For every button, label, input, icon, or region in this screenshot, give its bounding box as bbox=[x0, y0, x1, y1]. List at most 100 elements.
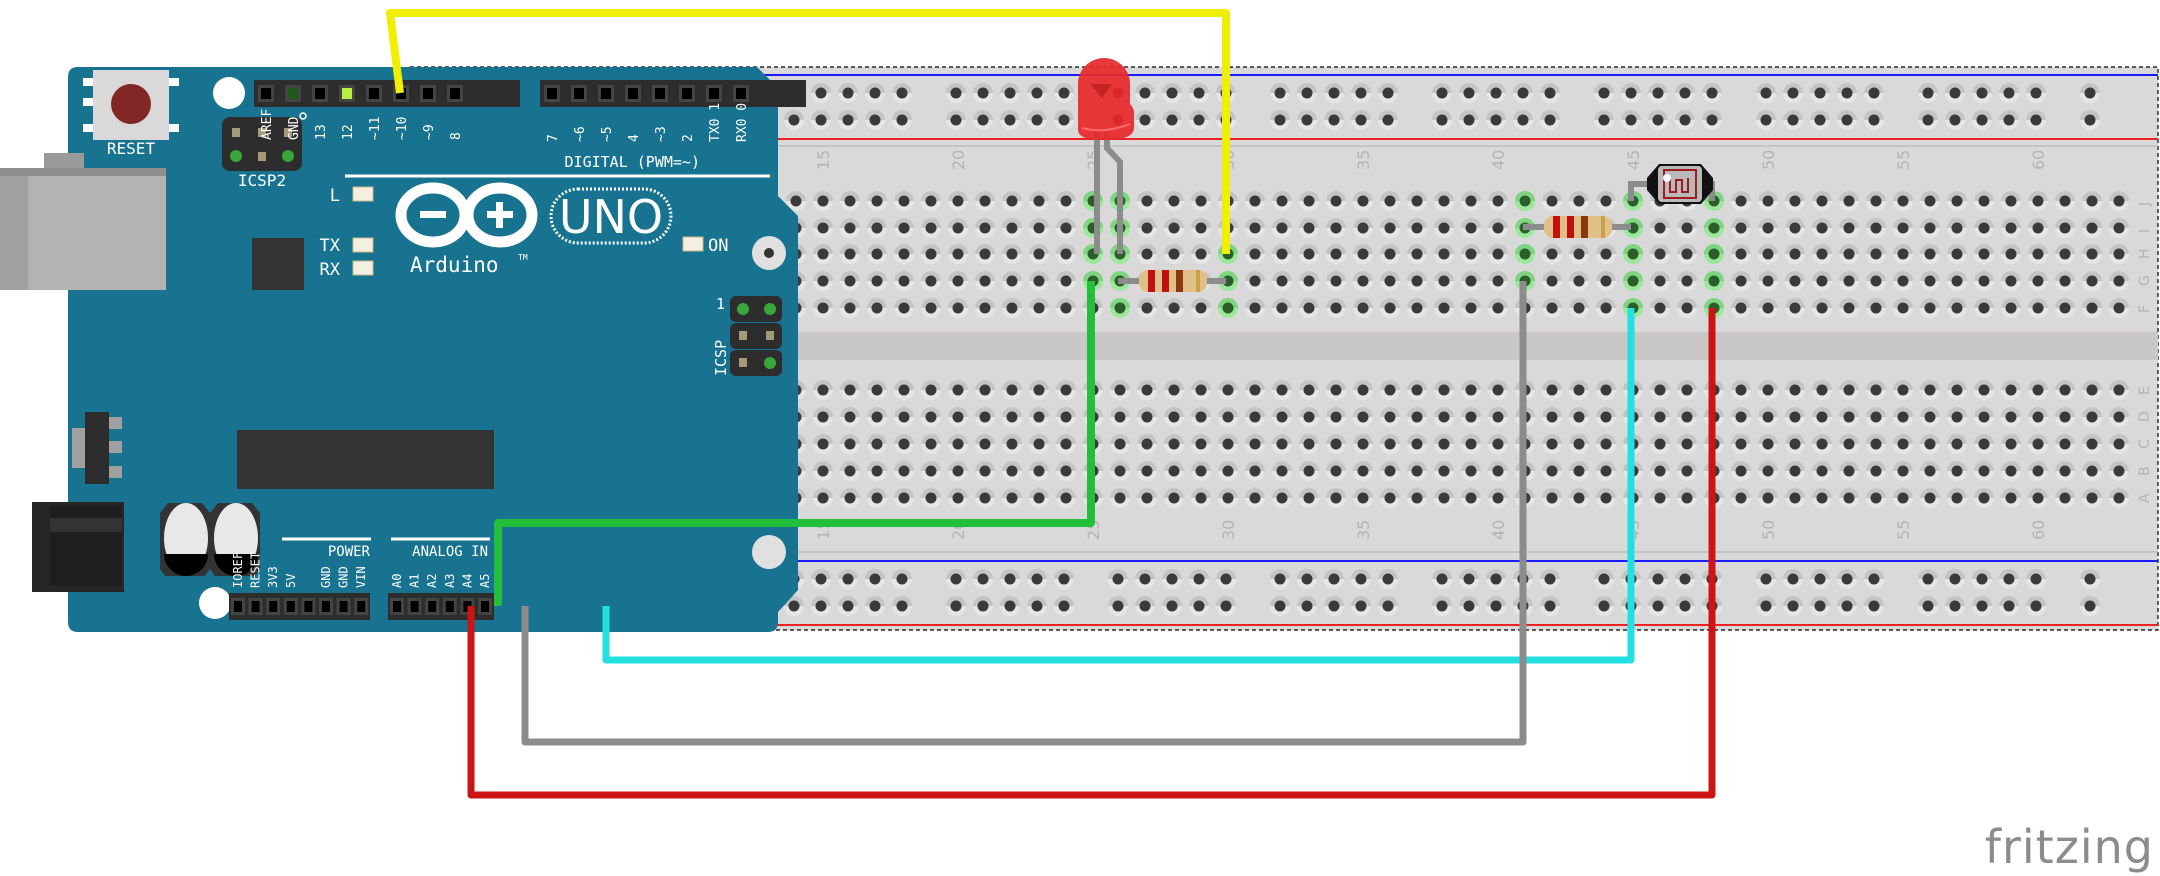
breadboard-hole[interactable] bbox=[2109, 244, 2129, 264]
breadboard-hole[interactable] bbox=[1137, 298, 1157, 318]
analog-pin-socket[interactable] bbox=[425, 598, 440, 615]
breadboard-hole[interactable] bbox=[2109, 380, 2129, 400]
breadboard-hole[interactable] bbox=[975, 461, 995, 481]
breadboard-hole[interactable] bbox=[1947, 488, 1967, 508]
breadboard-hole[interactable] bbox=[1407, 271, 1427, 291]
breadboard-hole[interactable] bbox=[2082, 407, 2102, 427]
breadboard-hole[interactable] bbox=[1731, 244, 1751, 264]
breadboard-hole[interactable] bbox=[1974, 434, 1994, 454]
breadboard-hole[interactable] bbox=[921, 488, 941, 508]
breadboard-hole[interactable] bbox=[1810, 569, 1830, 589]
breadboard-hole[interactable] bbox=[2055, 191, 2075, 211]
breadboard-hole[interactable] bbox=[1326, 244, 1346, 264]
breadboard-hole[interactable] bbox=[894, 488, 914, 508]
breadboard-hole[interactable] bbox=[894, 407, 914, 427]
breadboard-hole[interactable] bbox=[1569, 298, 1589, 318]
breadboard-hole[interactable] bbox=[1380, 244, 1400, 264]
digital-pin-socket[interactable] bbox=[339, 85, 355, 102]
breadboard-hole[interactable] bbox=[1920, 191, 1940, 211]
breadboard-hole[interactable] bbox=[1513, 83, 1533, 103]
breadboard-hole[interactable] bbox=[2055, 271, 2075, 291]
breadboard-hole[interactable] bbox=[1920, 461, 1940, 481]
breadboard-hole[interactable] bbox=[1407, 298, 1427, 318]
breadboard-hole[interactable] bbox=[1542, 488, 1562, 508]
breadboard-hole[interactable] bbox=[1461, 407, 1481, 427]
breadboard-hole[interactable] bbox=[1812, 218, 1832, 238]
breadboard-hole[interactable] bbox=[1297, 110, 1317, 130]
breadboard-hole[interactable] bbox=[921, 380, 941, 400]
breadboard-hole[interactable] bbox=[1945, 569, 1965, 589]
breadboard-hole[interactable] bbox=[1785, 461, 1805, 481]
breadboard-hole[interactable] bbox=[1974, 407, 1994, 427]
wire-green[interactable] bbox=[494, 281, 1095, 606]
breadboard-hole[interactable] bbox=[1299, 434, 1319, 454]
breadboard-hole[interactable] bbox=[1893, 271, 1913, 291]
breadboard-hole[interactable] bbox=[2082, 298, 2102, 318]
digital-pin-socket[interactable] bbox=[447, 85, 463, 102]
breadboard-hole[interactable] bbox=[1704, 271, 1724, 291]
breadboard-hole[interactable] bbox=[921, 218, 941, 238]
breadboard-hole[interactable] bbox=[786, 191, 806, 211]
analog-pin-socket[interactable] bbox=[442, 598, 457, 615]
breadboard-hole[interactable] bbox=[1945, 596, 1965, 616]
breadboard-hole[interactable] bbox=[1164, 407, 1184, 427]
breadboard-hole[interactable] bbox=[1461, 380, 1481, 400]
breadboard-hole[interactable] bbox=[1137, 488, 1157, 508]
breadboard-hole[interactable] bbox=[1650, 461, 1670, 481]
breadboard-hole[interactable] bbox=[1677, 271, 1697, 291]
breadboard-hole[interactable] bbox=[1353, 218, 1373, 238]
breadboard-hole[interactable] bbox=[1459, 596, 1479, 616]
breadboard-hole[interactable] bbox=[1407, 218, 1427, 238]
breadboard-hole[interactable] bbox=[975, 244, 995, 264]
breadboard-hole[interactable] bbox=[1272, 380, 1292, 400]
breadboard-hole[interactable] bbox=[1245, 380, 1265, 400]
breadboard-hole[interactable] bbox=[948, 461, 968, 481]
breadboard-hole[interactable] bbox=[1648, 569, 1668, 589]
breadboard-hole[interactable] bbox=[1380, 488, 1400, 508]
breadboard-hole[interactable] bbox=[1488, 434, 1508, 454]
breadboard-hole[interactable] bbox=[1486, 83, 1506, 103]
analog-pin-socket[interactable] bbox=[407, 598, 422, 615]
digital-pin-socket[interactable] bbox=[733, 85, 749, 102]
breadboard-hole[interactable] bbox=[948, 488, 968, 508]
breadboard-hole[interactable] bbox=[1758, 461, 1778, 481]
breadboard-hole[interactable] bbox=[1972, 596, 1992, 616]
breadboard-hole[interactable] bbox=[811, 110, 831, 130]
breadboard-hole[interactable] bbox=[1918, 83, 1938, 103]
breadboard-hole[interactable] bbox=[2026, 569, 2046, 589]
breadboard-hole[interactable] bbox=[1029, 244, 1049, 264]
breadboard-hole[interactable] bbox=[813, 298, 833, 318]
breadboard-hole[interactable] bbox=[1380, 380, 1400, 400]
breadboard-hole[interactable] bbox=[1218, 461, 1238, 481]
breadboard-hole[interactable] bbox=[1785, 407, 1805, 427]
breadboard-hole[interactable] bbox=[1002, 191, 1022, 211]
breadboard-hole[interactable] bbox=[1837, 596, 1857, 616]
breadboard-hole[interactable] bbox=[1351, 569, 1371, 589]
breadboard-hole[interactable] bbox=[1812, 407, 1832, 427]
breadboard-hole[interactable] bbox=[867, 271, 887, 291]
breadboard-hole[interactable] bbox=[1785, 488, 1805, 508]
red-led[interactable] bbox=[1078, 58, 1135, 140]
breadboard-hole[interactable] bbox=[1486, 596, 1506, 616]
breadboard-hole[interactable] bbox=[948, 407, 968, 427]
breadboard-hole[interactable] bbox=[2082, 461, 2102, 481]
breadboard-hole[interactable] bbox=[1432, 569, 1452, 589]
breadboard-hole[interactable] bbox=[1731, 488, 1751, 508]
breadboard-hole[interactable] bbox=[1216, 569, 1236, 589]
breadboard-hole[interactable] bbox=[1596, 434, 1616, 454]
breadboard-hole[interactable] bbox=[1650, 488, 1670, 508]
breadboard-hole[interactable] bbox=[1596, 380, 1616, 400]
breadboard-hole[interactable] bbox=[813, 461, 833, 481]
breadboard-hole[interactable] bbox=[1731, 271, 1751, 291]
breadboard-hole[interactable] bbox=[1947, 271, 1967, 291]
breadboard-hole[interactable] bbox=[1164, 244, 1184, 264]
breadboard-hole[interactable] bbox=[1650, 298, 1670, 318]
breadboard-hole[interactable] bbox=[1432, 596, 1452, 616]
breadboard-hole[interactable] bbox=[1380, 461, 1400, 481]
breadboard-hole[interactable] bbox=[892, 83, 912, 103]
breadboard-hole[interactable] bbox=[1162, 596, 1182, 616]
breadboard-hole[interactable] bbox=[1839, 434, 1859, 454]
breadboard-hole[interactable] bbox=[1054, 569, 1074, 589]
breadboard-hole[interactable] bbox=[813, 488, 833, 508]
digital-pin-socket[interactable] bbox=[706, 85, 722, 102]
